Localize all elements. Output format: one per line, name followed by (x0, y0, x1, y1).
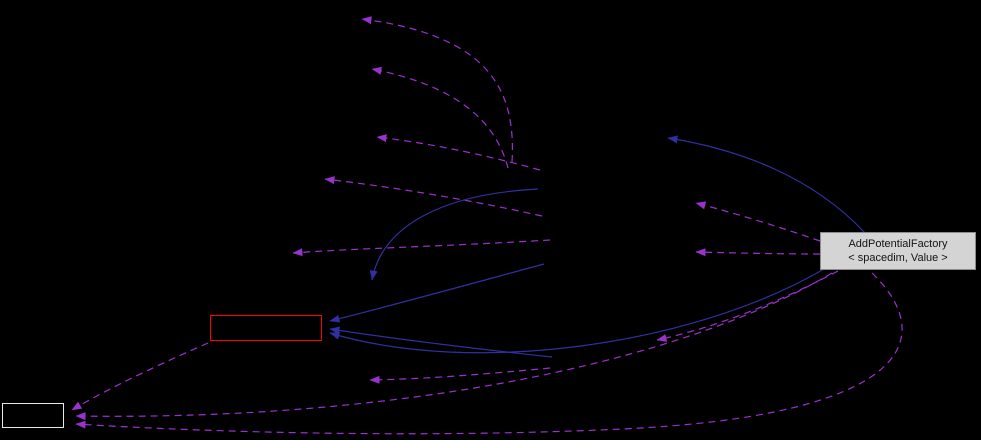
dashed-edge (376, 134, 541, 171)
main-class-node-label-line2: < spacedim, Value > (848, 252, 948, 264)
unlabeled-node-red[interactable] (210, 315, 322, 341)
solid-edge (369, 188, 539, 281)
dashed-dependency-edges (71, 16, 903, 435)
solid-edge (329, 326, 553, 358)
main-class-node: AddPotentialFactory < spacedim, Value > (820, 232, 976, 270)
solid-edge (667, 135, 866, 234)
solid-edge (329, 263, 545, 323)
dashed-edge (695, 248, 821, 257)
solid-inheritance-edges (329, 135, 866, 358)
dashed-edge (75, 272, 833, 421)
dashed-edge (361, 16, 513, 163)
dashed-edge (75, 272, 903, 435)
dashed-edge (324, 176, 543, 217)
unlabeled-node-white[interactable] (2, 403, 64, 428)
main-class-node-label-line1: AddPotentialFactory (848, 238, 948, 250)
dashed-edge (695, 201, 821, 242)
dashed-edge (71, 342, 209, 411)
dashed-edge (371, 66, 509, 169)
solid-edge (329, 268, 825, 354)
dashed-edge (369, 367, 551, 384)
dashed-edge (292, 239, 551, 257)
